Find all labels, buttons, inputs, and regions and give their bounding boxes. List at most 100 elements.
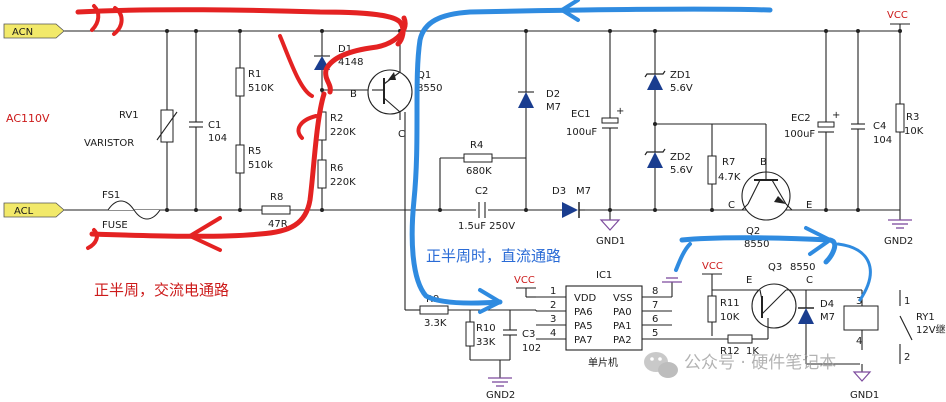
resistor-r7: R7 4.7K xyxy=(707,124,741,210)
r4-value: 680K xyxy=(466,166,492,177)
q3-value: 8550 xyxy=(790,262,815,273)
diode-d4: D4 M7 xyxy=(798,290,835,364)
ic1-pin8-num: 8 xyxy=(652,286,658,297)
ry1-value: 12V继 xyxy=(916,323,946,336)
zd1-value: 5.6V xyxy=(670,83,693,94)
ic1-mcu: IC1 单片机 VDD PA6 PA5 PA7 VSS PA0 PA1 PA2 … xyxy=(536,270,672,369)
capacitor-c2: C2 1.5uF 250V xyxy=(458,186,515,232)
rv1-ref: RV1 xyxy=(119,110,139,121)
gnd1-c-label: GND1 xyxy=(850,390,879,401)
r2-value: 220K xyxy=(330,127,356,138)
zd2-value: 5.6V xyxy=(670,165,693,176)
wechat-icon xyxy=(644,352,678,378)
d4-ref: D4 xyxy=(820,299,834,310)
varistor-rv1: RV1 VARISTOR xyxy=(84,31,178,210)
c1-value: 104 xyxy=(208,133,227,144)
ec1-value: 100uF xyxy=(566,127,597,138)
gnd2-symbol-b: GND2 xyxy=(486,377,515,401)
d4-value: M7 xyxy=(820,312,835,323)
svg-text:+: + xyxy=(616,106,624,117)
c4-ref: C4 xyxy=(873,121,886,132)
r11-ref: R11 xyxy=(720,298,740,309)
blue-dc-path xyxy=(409,0,872,314)
ic1-pin7-name: PA0 xyxy=(613,307,632,318)
ec1-ref: EC1 xyxy=(571,109,591,120)
zd2-ref: ZD2 xyxy=(670,152,691,163)
gnd1-a-label: GND1 xyxy=(596,236,625,247)
r12-value: 1K xyxy=(746,346,759,357)
capacitor-c1: C1 104 xyxy=(189,31,227,210)
capacitor-ec1: + EC1 100uF xyxy=(566,31,624,220)
zener-zd1: ZD1 5.6V xyxy=(644,31,693,152)
resistor-r3: R3 10K xyxy=(895,31,924,220)
r3-value: 10K xyxy=(904,126,924,137)
r7-ref: R7 xyxy=(722,157,735,168)
r3-ref: R3 xyxy=(906,112,919,123)
ic1-pin3-name: PA5 xyxy=(574,321,593,332)
d2-ref: D2 xyxy=(546,89,560,100)
ry1-pin1: 1 xyxy=(904,296,910,307)
q3-collector-label: C xyxy=(806,275,813,286)
resistor-r5: R5 510k xyxy=(235,144,273,210)
resistor-r10: R10 33K xyxy=(465,310,496,360)
r2-ref: R2 xyxy=(330,113,343,124)
ic1-pin5-name: PA2 xyxy=(613,335,632,346)
ic1-pin1-name: VDD xyxy=(574,293,597,304)
fs1-value: FUSE xyxy=(102,220,128,231)
ic1-pin5-num: 5 xyxy=(652,328,658,339)
ac110v-label: AC110V xyxy=(6,112,50,125)
vcc-ic: VCC xyxy=(514,275,536,298)
r1-value: 510K xyxy=(248,83,274,94)
gnd2-symbol-a: GND2 xyxy=(884,219,913,247)
capacitor-c3: C3 102 xyxy=(503,310,541,360)
ec2-ref: EC2 xyxy=(791,113,811,124)
capacitor-ec2: + EC2 100uF xyxy=(784,31,840,210)
d2-value: M7 xyxy=(546,102,561,113)
resistor-r11: R11 10K xyxy=(707,290,740,336)
red-annotation: 正半周，交流电通路 xyxy=(94,281,229,299)
r8-value: 47R xyxy=(268,219,288,230)
resistor-r6: R6 220K xyxy=(317,159,356,210)
svg-text:+: + xyxy=(832,110,840,121)
fuse-fs1: FS1 FUSE xyxy=(102,190,161,231)
q3-ref: Q3 xyxy=(768,262,782,273)
vcc-top: VCC xyxy=(887,10,910,31)
r6-value: 220K xyxy=(330,177,356,188)
r11-value: 10K xyxy=(720,312,740,323)
ic1-pin1-num: 1 xyxy=(550,286,556,297)
r9-value: 3.3K xyxy=(424,318,447,329)
r6-ref: R6 xyxy=(330,163,343,174)
r10-value: 33K xyxy=(476,337,496,348)
r7-value: 4.7K xyxy=(718,172,741,183)
diode-d2: D2 M7 xyxy=(518,31,561,210)
gnd1-symbol-a: GND1 xyxy=(596,219,625,247)
ic1-name: 单片机 xyxy=(588,356,618,369)
resistor-r4: R4 680K xyxy=(439,140,526,210)
ic1-pin2-name: PA6 xyxy=(574,307,593,318)
q1-base-label: B xyxy=(350,89,357,100)
zd1-ref: ZD1 xyxy=(670,70,691,81)
gnd1-symbol-c: GND1 xyxy=(850,364,879,401)
q1-ref: Q1 xyxy=(417,70,431,81)
ic1-pin7-num: 7 xyxy=(652,300,658,311)
gnd2-b-label: GND2 xyxy=(486,390,515,401)
c3-ref: C3 xyxy=(522,329,535,340)
watermark: 公众号 · 硬件笔记本 xyxy=(644,352,836,378)
acl-label: ACL xyxy=(14,206,34,217)
ry1-pin4: 4 xyxy=(856,336,862,347)
blue-annotation: 正半周时，直流通路 xyxy=(426,247,561,265)
c4-value: 104 xyxy=(873,135,892,146)
c3-value: 102 xyxy=(522,343,541,354)
d3-ref: D3 xyxy=(552,186,566,197)
ic1-pin6-num: 6 xyxy=(652,314,658,325)
d1-ref: D1 xyxy=(338,44,352,55)
acn-label: ACN xyxy=(12,27,33,38)
r5-ref: R5 xyxy=(248,146,261,157)
fs1-ref: FS1 xyxy=(102,190,120,201)
c2-ref: C2 xyxy=(475,186,488,197)
ic1-ref: IC1 xyxy=(596,270,612,281)
ry1-ref: RY1 xyxy=(916,312,935,323)
transistor-q1: Q1 8550 B C xyxy=(350,31,442,310)
zener-zd2: ZD2 5.6V xyxy=(644,148,693,210)
